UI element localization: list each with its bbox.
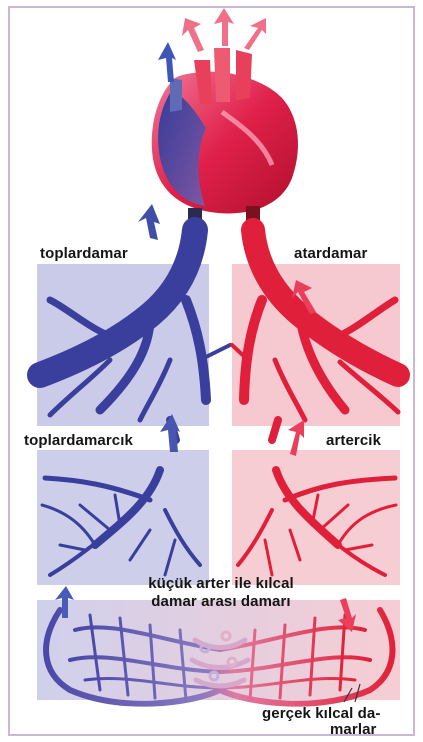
arteriole-panel <box>232 450 400 585</box>
label-capillary-line2: marlar <box>330 722 376 738</box>
label-artery: atardamar <box>294 246 367 262</box>
blood-flow-arrow-icon <box>138 204 160 240</box>
label-capillary-line1: gerçek kılcal da- <box>262 706 380 722</box>
blood-flow-arrow-icon <box>158 42 176 82</box>
label-venule: toplardamarcık <box>24 433 133 449</box>
label-shunt-line1: küçük arter ile kılcal <box>106 576 336 592</box>
heart-illustration <box>152 48 298 232</box>
label-arteriole: artercik <box>326 433 381 449</box>
label-shunt-line2: damar arası damarı <box>106 594 336 610</box>
artery-panel <box>232 264 400 426</box>
blood-flow-arrow-icon <box>182 8 266 52</box>
label-vein: toplardamar <box>40 246 128 262</box>
